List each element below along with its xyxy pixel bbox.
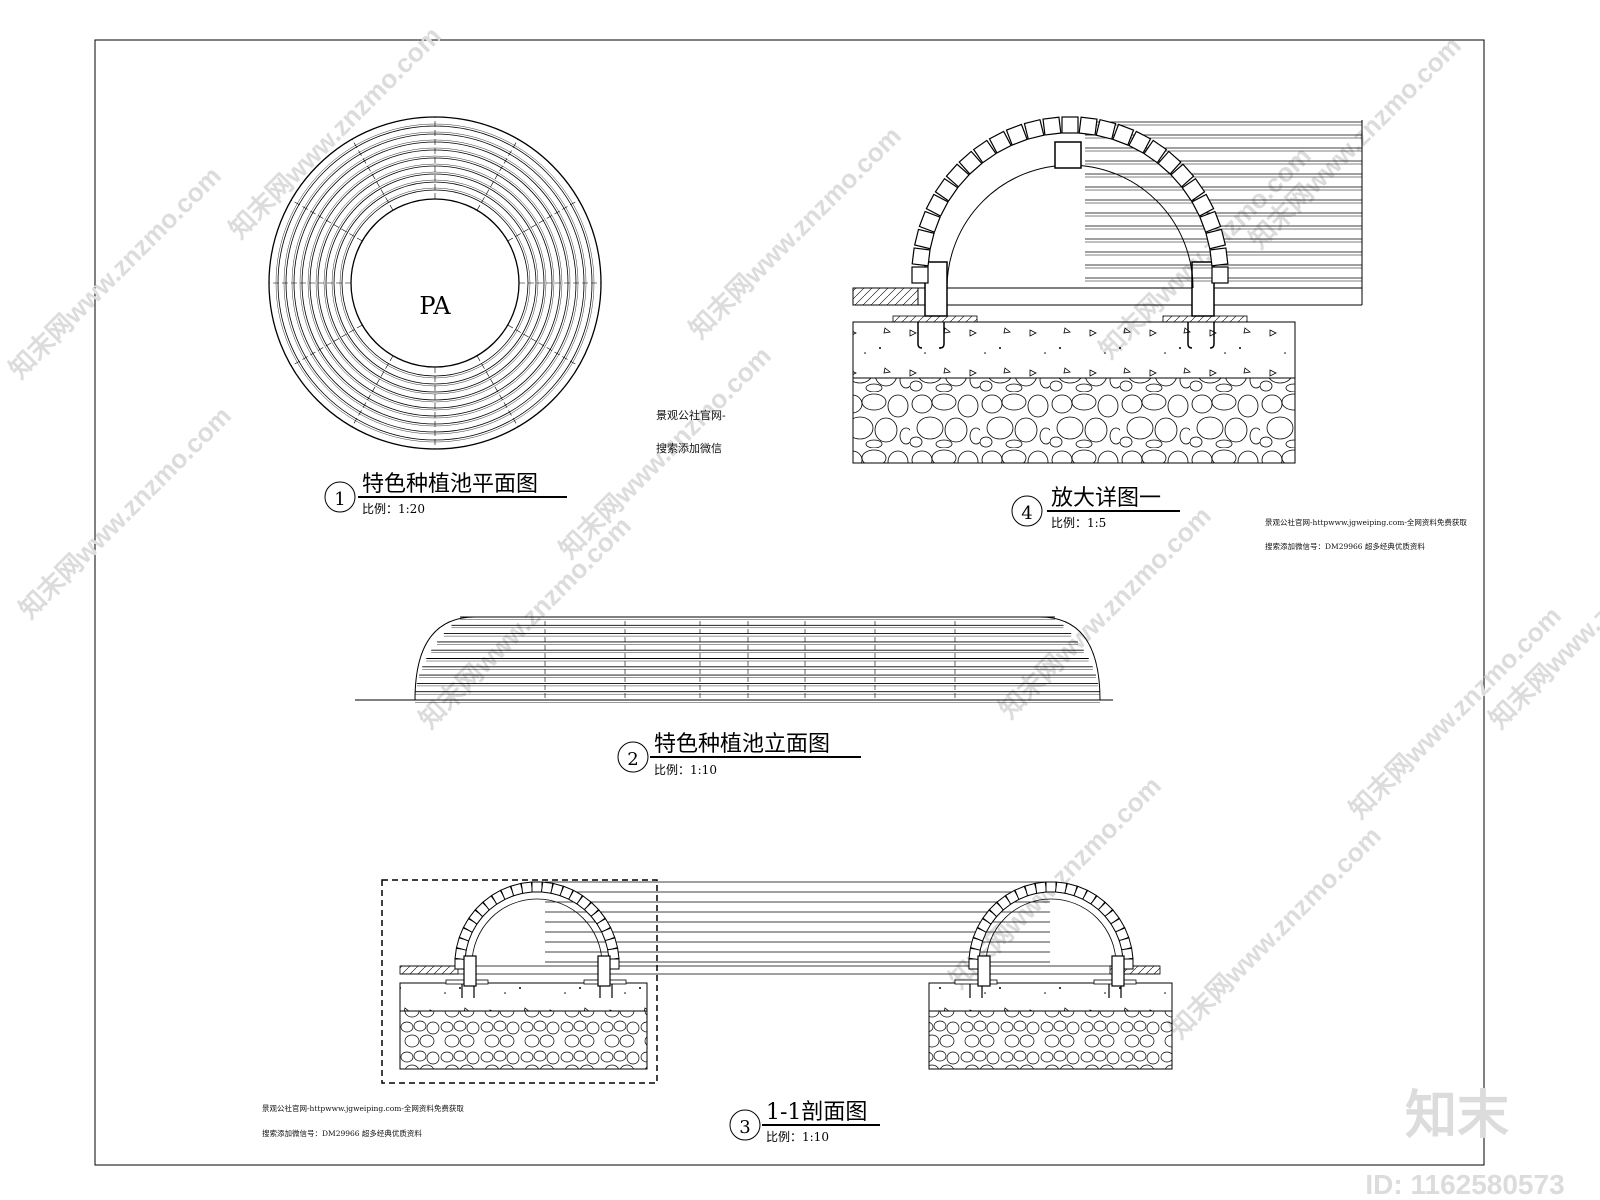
plan-note-1: 景观公社官网- [656,408,726,422]
watermark-text: 知末网www.znzmo.com [13,400,237,624]
section-title: 1-1剖面图 [766,1100,867,1125]
detail-concrete-layer [852,321,1296,379]
section-scale: 比例：1:10 [766,1130,829,1144]
detail-number: 4 [1021,503,1032,524]
section-note-1: 景观公社官网-httpwww.jgweiping.com-全网资料免费获取 [262,1103,464,1113]
elevation-slats [414,616,1101,703]
elevation-number-bubble [617,741,649,773]
watermark-text: 知末网www.znzmo.com [413,510,637,734]
section-arches [454,881,1134,987]
elevation-scale: 比例：1:10 [654,763,717,777]
watermark-text: 知末网www.znzmo.com [993,500,1217,724]
elevation-view: 2 特色种植池立面图 比例：1:10 [355,616,1113,777]
detail-note-1: 景观公社官网-httpwww.jgweiping.com-全网资料免费获取 [1265,517,1467,527]
section-slats [545,881,1050,963]
section-number: 3 [739,1117,750,1138]
detail-paving-left [852,287,919,306]
detail-title: 放大详图一 [1051,486,1161,511]
plan-number: 1 [334,489,345,510]
elevation-title: 特色种植池立面图 [654,732,830,757]
watermark-text: 知末网www.znzmo.com [1163,820,1387,1044]
plan-title: 特色种植池平面图 [362,472,538,497]
plan-note-2: 搜索添加微信 [656,441,722,455]
watermark-text: 知末网www.znzmo.com [683,120,907,344]
watermark-text: 知末网www.znzmo.com [1243,30,1467,254]
plan-view: PA 景观公社官网- 搜索添加微信 1 特色种植池平面图 比例：1:20 [268,116,726,516]
watermark-text: 知末网www.znzmo.com [1343,600,1567,824]
watermark-text: 知末网www.znzmo.com [3,160,227,384]
section-view: 景观公社官网-httpwww.jgweiping.com-全网资料免费获取 搜索… [262,879,1173,1144]
detail-view: 景观公社官网-httpwww.jgweiping.com-全网资料免费获取 搜索… [852,116,1467,551]
section-number-bubble [729,1109,761,1141]
section-note-2: 搜索添加微信号：DM29966 超多经典优质资料 [262,1128,422,1138]
sheet-border [94,39,1485,1166]
detail-arch-blocks [911,116,1229,284]
section-detail-callout [381,879,658,1084]
detail-arch-inner [946,164,1194,289]
plan-rings [268,116,602,450]
detail-note-2: 搜索添加微信号：DM29966 超多经典优质资料 [1265,541,1425,551]
plan-center-label: PA [419,292,451,320]
plan-number-bubble [324,481,356,513]
id-watermark: ID: 1162580573 [1365,1169,1564,1200]
plan-scale: 比例：1:20 [362,502,425,516]
brand-watermark: 知末 [1405,1087,1509,1145]
elevation-number: 2 [627,749,638,770]
detail-number-bubble [1011,495,1043,527]
detail-gravel-layer [852,377,1296,464]
watermark-text: 知末网www.znzmo.com [223,20,447,244]
detail-scale: 比例：1:5 [1051,516,1106,530]
